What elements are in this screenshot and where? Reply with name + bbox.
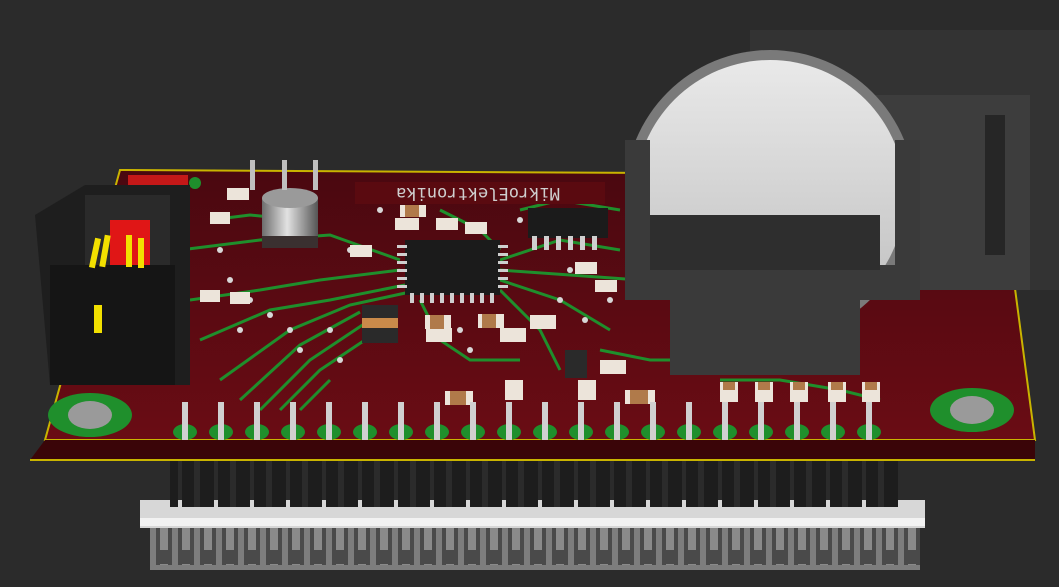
silkscreen-text: MikroElektronika — [396, 183, 560, 203]
header-pin — [218, 402, 224, 440]
header-pin — [434, 402, 440, 440]
header-pin — [686, 402, 692, 440]
header-pin — [830, 402, 836, 440]
via-field — [217, 207, 613, 363]
fiducial — [189, 177, 201, 189]
header-pin — [362, 402, 368, 440]
header-pin — [650, 402, 656, 440]
header-pin — [398, 402, 404, 440]
header-pin — [326, 402, 332, 440]
header-pin — [614, 402, 620, 440]
header-pin — [254, 402, 260, 440]
smd-passives — [200, 188, 880, 405]
soic-chip[interactable] — [528, 208, 608, 250]
header-pin — [722, 402, 728, 440]
mount-hole-right — [930, 388, 1014, 432]
mount-hole-left — [48, 393, 132, 437]
header-pin — [290, 402, 296, 440]
header-pin — [470, 402, 476, 440]
bottom-socket-block — [140, 455, 925, 570]
electrolytic-capacitor[interactable] — [250, 160, 318, 248]
pin-header-row — [173, 402, 881, 440]
rj-jack[interactable] — [35, 185, 190, 385]
mcu-chip[interactable] — [397, 240, 508, 303]
silkscreen-label: MikroElektronika — [355, 182, 605, 204]
coin-cell-holder[interactable] — [625, 30, 1059, 375]
header-pin — [578, 402, 584, 440]
header-pin — [506, 402, 512, 440]
header-pin — [794, 402, 800, 440]
header-pin — [182, 402, 188, 440]
header-pin — [866, 402, 872, 440]
header-pin — [758, 402, 764, 440]
header-pin — [542, 402, 548, 440]
